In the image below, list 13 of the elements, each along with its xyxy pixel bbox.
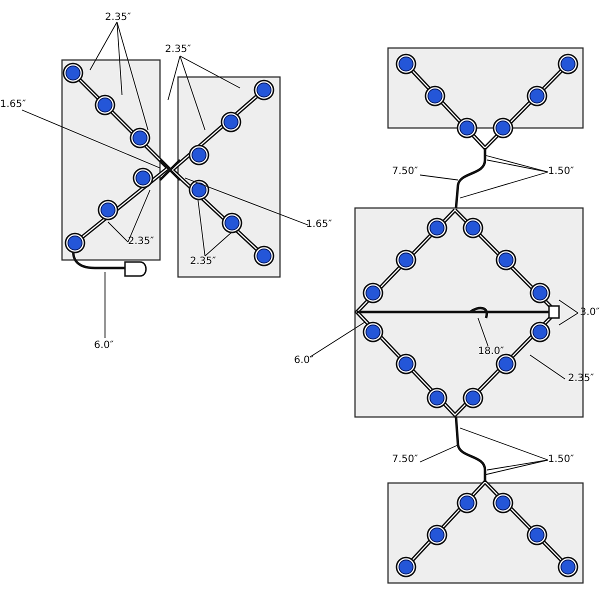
dimension-label: 1.65″ <box>306 219 332 231</box>
dimension-label: 7.50″ <box>392 454 418 466</box>
dimension-label: 2.35″ <box>128 236 154 248</box>
dimension-label: 18.0″ <box>478 346 504 358</box>
dimension-label: 2.35″ <box>190 256 216 268</box>
dimension-label: 2.35″ <box>105 12 132 24</box>
dimension-label: 1.50″ <box>548 454 574 466</box>
dimension-label: 7.50″ <box>392 166 418 178</box>
dimension-label: 2.35″ <box>165 44 192 56</box>
dimension-label: 1.50″ <box>548 166 574 178</box>
dimension-label: 1.65″ <box>0 99 26 111</box>
dimension-label: 6.0″ <box>94 340 114 352</box>
dimension-label: 6.0″ <box>294 355 314 367</box>
